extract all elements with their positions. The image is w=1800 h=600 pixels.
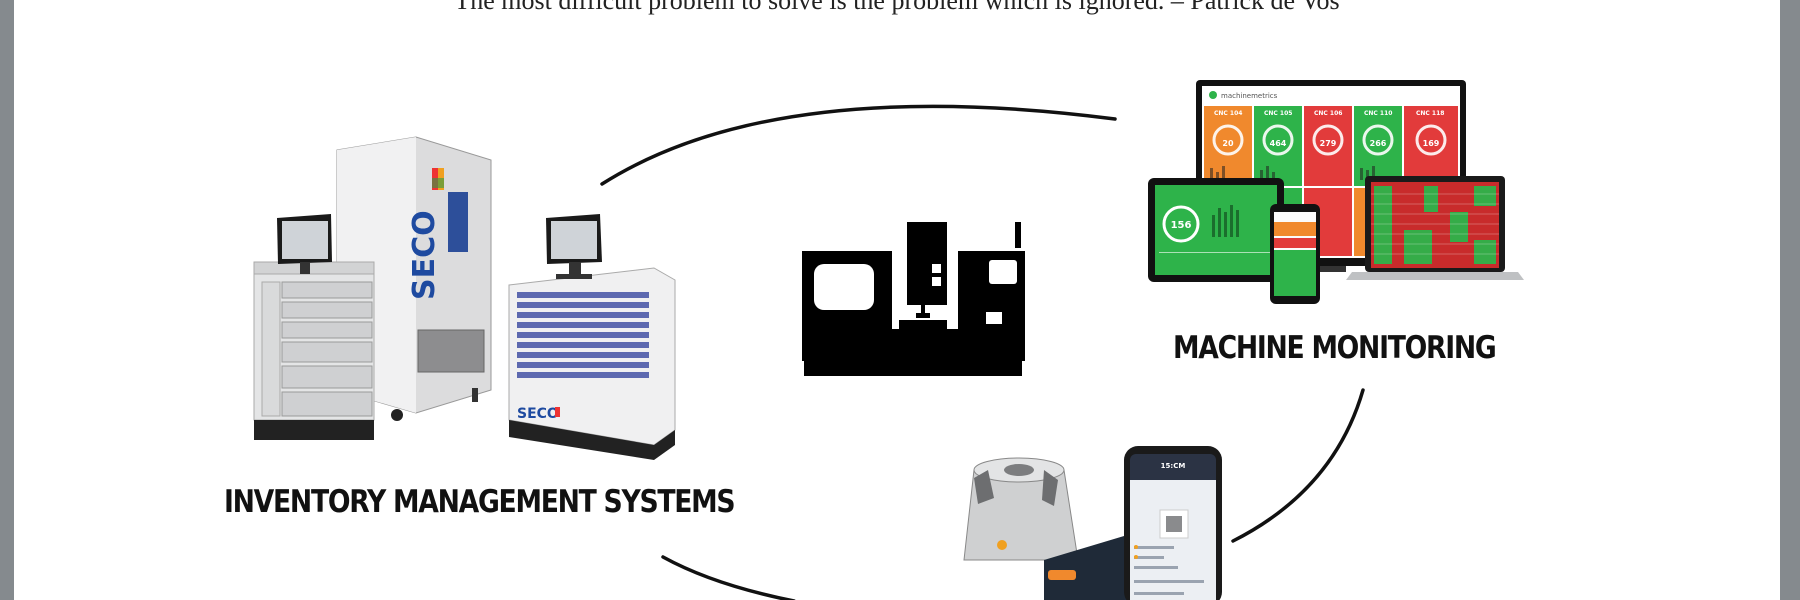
cabinet-window (417, 329, 485, 373)
tile-value-1: 20 (1222, 139, 1234, 148)
monitoring-label: MACHINE MONITORING (1173, 330, 1497, 366)
tool-phone-time: 15:CM (1161, 462, 1186, 470)
arc-top (600, 104, 1117, 186)
laptop-base (1346, 272, 1524, 280)
arc-bottom (661, 555, 796, 600)
quote-text: The most difficult problem to solve is t… (454, 0, 1340, 15)
tile-value-5: 169 (1423, 139, 1440, 148)
seco-logo-vertical: SECO (407, 210, 442, 300)
tile-name-2: CNC 105 (1264, 110, 1292, 117)
cycle-arcs (600, 104, 1365, 600)
tile-name-4: CNC 110 (1364, 110, 1392, 117)
bin-grid (517, 292, 649, 378)
seco-logo-small: SECO (517, 406, 559, 422)
machinemetrics-logo: machinemetrics (1221, 92, 1278, 100)
tile-name-5: CNC 118 (1416, 110, 1444, 117)
tile-name-1: CNC 104 (1214, 110, 1242, 117)
tool-tracking-image: 15:CM (963, 446, 1222, 600)
cabinet-screen (448, 192, 468, 252)
tile-name-3: CNC 106 (1314, 110, 1342, 117)
diagram-canvas: SECO (253, 80, 1524, 600)
inventory-label: INVENTORY MANAGEMENT SYSTEMS (224, 484, 736, 520)
tablet-value: 156 (1171, 220, 1192, 231)
machine-monitoring-image: machinemetrics CNC 104 (1148, 80, 1524, 304)
inventory-systems-image: SECO (253, 136, 676, 460)
arc-right (1231, 388, 1365, 543)
tile-value-3: 279 (1320, 139, 1337, 148)
page: The most difficult problem to solve is t… (14, 0, 1780, 600)
tile-value-4: 266 (1370, 139, 1387, 148)
tile-value-2: 464 (1270, 139, 1287, 148)
